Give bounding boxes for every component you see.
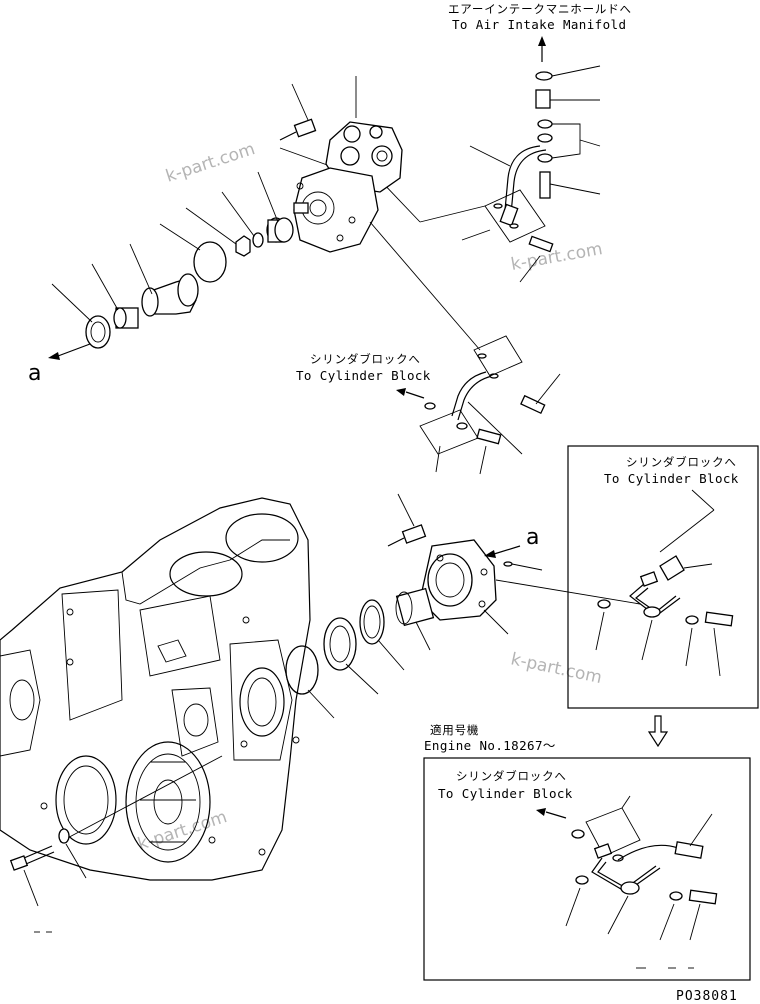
air-intake-label-jp: エアーインテークマニホールドへ xyxy=(448,2,632,16)
cyl-block-label-en-3: To Cylinder Block xyxy=(438,786,573,801)
watermark: k-part.com xyxy=(163,139,257,187)
cyl-block-label-jp-2: シリンダブロックへ xyxy=(626,455,737,469)
lower-gear-set xyxy=(285,587,435,719)
cyl-block-label-en-1: To Cylinder Block xyxy=(296,368,431,383)
ref-label-a: a xyxy=(28,361,41,386)
cyl-block-tube-1 xyxy=(419,335,561,475)
air-intake-label-en: To Air Intake Manifold xyxy=(452,17,626,32)
engine-label-en: Engine No.18267～ xyxy=(424,738,556,753)
arrow-left-icon xyxy=(396,388,425,399)
cyl-block-label-jp-3: シリンダブロックへ xyxy=(456,769,567,783)
ref-arrow-a-mid xyxy=(484,545,521,558)
arrow-up-icon xyxy=(538,36,546,62)
ref-label-a: a xyxy=(526,525,539,550)
ref-arrow-a-top xyxy=(48,343,91,360)
drive-parts xyxy=(51,171,294,349)
cyl-block-label-en-2: To Cylinder Block xyxy=(604,471,739,486)
engine-label-jp: 適用号機 xyxy=(430,723,479,737)
adapter-housing xyxy=(387,493,641,635)
arrow-left-icon xyxy=(536,808,567,819)
detail-box-upper-parts xyxy=(595,489,734,677)
detail-box-lower-parts xyxy=(565,795,718,969)
watermark: k-part.com xyxy=(509,649,604,688)
detail-box-lower xyxy=(423,757,751,981)
detail-box-upper xyxy=(567,445,759,709)
watermark: k-part.com xyxy=(135,807,229,855)
gear-housing xyxy=(0,497,311,933)
drawing-code: PO38081 xyxy=(676,989,738,1004)
cyl-block-label-jp-1: シリンダブロックへ xyxy=(310,352,421,366)
watermark: k-part.com xyxy=(509,239,604,275)
intake-fittings xyxy=(379,65,601,283)
hollow-down-arrow-icon xyxy=(647,715,669,748)
air-compressor xyxy=(279,76,481,351)
